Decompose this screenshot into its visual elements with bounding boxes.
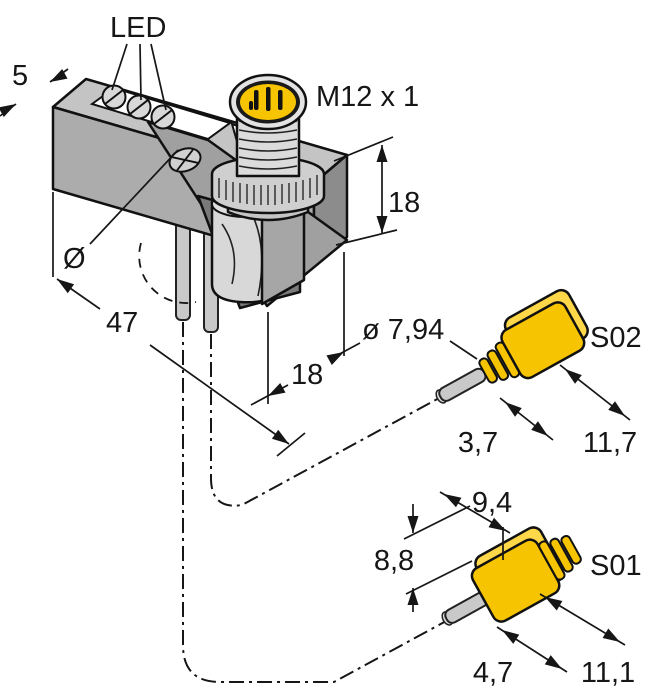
s02-ring [478, 357, 498, 384]
dimension-s01-thread-length: 4,7 [473, 626, 568, 689]
s02-body-front [500, 301, 586, 380]
led-callout: LED [110, 12, 167, 111]
hidden-bore-arc [138, 242, 197, 304]
dim-11-7-value: 11,7 [583, 427, 637, 459]
dim-18-height-value: 18 [388, 187, 420, 219]
dim-diameter-symbol: Ø [63, 243, 86, 275]
dimension-body-length: 47 [52, 192, 306, 457]
s02-cable [438, 367, 487, 402]
dimension-edge-width: 5 [0, 60, 69, 118]
dimension-s01-body-width: 9,4 [439, 487, 512, 560]
route-line-s02 [210, 334, 442, 507]
dim-4-7-value: 4,7 [473, 657, 513, 689]
s01-ring [560, 534, 582, 565]
dimension-bore-diameter: Ø [63, 149, 179, 275]
dim-9-4-value: 9,4 [472, 487, 512, 519]
dim-11-1-value: 11,1 [581, 657, 635, 689]
cable-left [175, 221, 191, 321]
connector-thread-label: M12 x 1 [316, 81, 419, 113]
clamp-screw-icon [168, 147, 202, 173]
dimension-body-depth: 18 [250, 252, 361, 406]
dim-47-value: 47 [106, 307, 138, 339]
dim-18-depth-value: 18 [291, 359, 323, 391]
dim-3-7-value: 3,7 [458, 427, 498, 459]
knurl-lines [218, 175, 318, 205]
dimension-s02-sleeve-length: 3,7 [458, 397, 554, 459]
dim-8-8-value: 8,8 [374, 545, 414, 577]
dim-5-value: 5 [12, 60, 28, 92]
dimension-sleeve-diameter: ø 7,94 [362, 314, 478, 360]
s01-label: S01 [590, 550, 642, 582]
s02-ring [486, 349, 510, 381]
dimension-body-height: 18 [333, 136, 420, 246]
dimension-s01-body-length: 11,1 [539, 593, 635, 689]
sensor-body [51, 73, 349, 310]
m12-connector [210, 73, 326, 222]
dim-7-94-value: ø 7,94 [362, 314, 444, 346]
s01-ring [538, 540, 566, 581]
s02-label: S02 [590, 322, 642, 354]
dimension-s02-body-length: 11,7 [559, 364, 637, 459]
led-indicators [101, 84, 176, 130]
sensor-head-s02 [435, 288, 589, 404]
s01-ring [549, 537, 574, 573]
dimension-s01-body-height: 8,8 [374, 504, 473, 612]
connector-pins [249, 87, 283, 111]
sensor-head-s01 [441, 526, 582, 626]
led-label: LED [110, 12, 166, 44]
